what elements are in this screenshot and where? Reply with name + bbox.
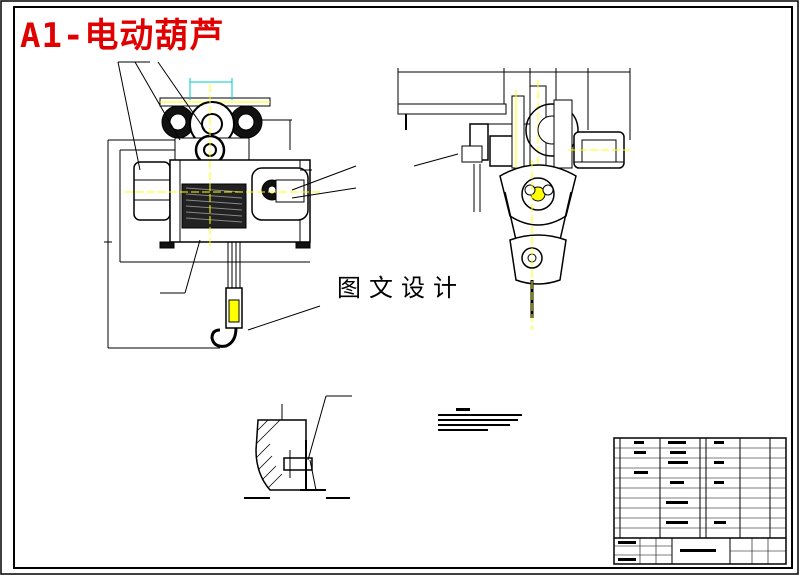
front-view — [104, 61, 357, 349]
side-view — [397, 68, 631, 330]
technical-notes — [438, 408, 522, 431]
inner-border — [13, 6, 793, 569]
title-block — [613, 437, 787, 565]
detail-view — [244, 395, 352, 499]
watermark-text: 图文设计 — [326, 270, 476, 306]
drawing-title: A1-电动葫芦 — [20, 16, 225, 56]
